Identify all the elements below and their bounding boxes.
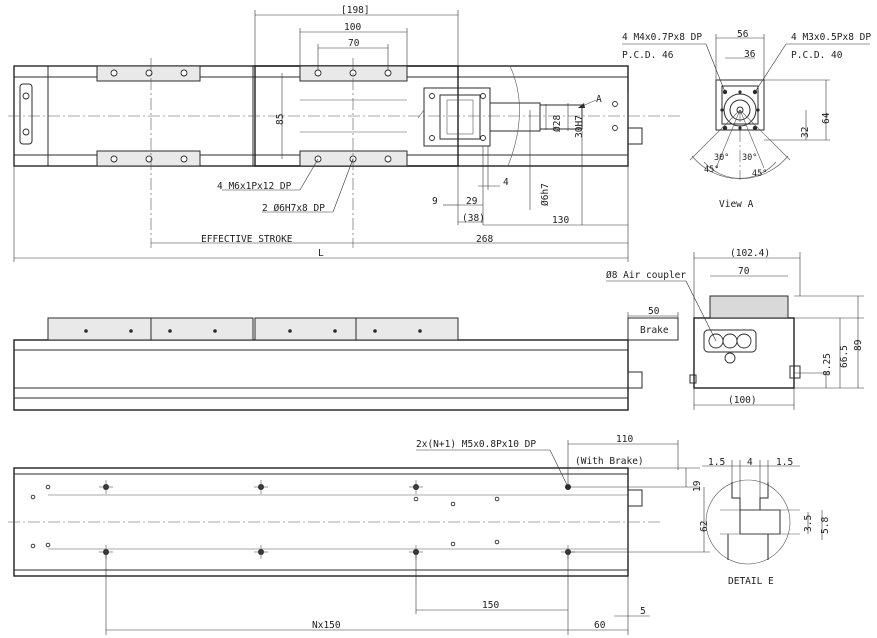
end-dim-100: (100)	[728, 395, 757, 406]
motor-shaft	[539, 104, 583, 130]
dim-102-4: (102.4)	[730, 248, 770, 259]
side-view: 50 Brake	[13, 306, 679, 411]
dim-38: (38)	[462, 213, 485, 224]
end-view: (102.4) 70 (100) 8.25 66.5 89 Ø8 Air cou…	[606, 248, 864, 410]
dim-19: 19	[692, 480, 703, 492]
dim-8-25: 8.25	[822, 353, 833, 376]
dim-85: 85	[275, 114, 286, 125]
dim-5: 5	[640, 606, 646, 617]
dim-64: 64	[821, 112, 832, 124]
dim-L: L	[318, 248, 324, 259]
view-arrow-a-label: A	[596, 94, 602, 105]
dim-110: 110	[616, 434, 633, 445]
air-coupler-block	[703, 329, 757, 353]
angle-45a: 45°	[704, 165, 719, 175]
detail-dim-3-5: 3.5	[803, 515, 814, 532]
detail-e-title: DETAIL E	[728, 576, 774, 587]
dim-6h7: Ø6h7	[540, 183, 551, 206]
callout-m4: 4 M4x0.7Px8 DP	[622, 32, 702, 43]
dim-28: Ø28	[552, 115, 563, 132]
dim-56: 56	[737, 29, 749, 40]
detail-dim-1-5a: 1.5	[708, 457, 725, 468]
brake-box	[627, 317, 679, 341]
dim-36: 36	[744, 49, 756, 60]
angle-30a: 30°	[714, 153, 729, 163]
dim-198: [198]	[341, 5, 370, 16]
angle-45b: 45°	[752, 169, 767, 179]
detail-e: 1.5 4 1.5 3.5 5.8 DETAIL E	[702, 457, 831, 587]
detail-dim-4: 4	[747, 457, 753, 468]
dim-100: 100	[344, 22, 361, 33]
air-coupler-label: Ø8 Air coupler	[606, 270, 686, 281]
end-dim-70: 70	[738, 266, 750, 277]
bottom-view: 2x(N+1) M5x0.8Px10 DP 110 (With Brake) 1…	[8, 434, 710, 635]
top-air-fitting	[627, 127, 643, 145]
dim-66-5: 66.5	[839, 345, 850, 368]
end-carriage	[709, 295, 789, 319]
dim-29: 29	[466, 196, 478, 207]
dim-70: 70	[348, 38, 360, 49]
callout-m5: 2x(N+1) M5x0.8Px10 DP	[416, 439, 536, 450]
view-a: 30° 30° 45° 45° 56 36 64 32 4 M4x0.7Px8 …	[622, 29, 871, 210]
dim-62: 62	[699, 521, 710, 532]
with-brake: (With Brake)	[575, 456, 644, 467]
brake-label: Brake	[640, 325, 669, 336]
detail-dim-5-8: 5.8	[820, 517, 831, 534]
effective-stroke: EFFECTIVE STROKE	[201, 234, 293, 245]
dim-60: 60	[594, 620, 606, 631]
angle-30b: 30°	[742, 153, 757, 163]
dim-150: 150	[482, 600, 499, 611]
callout-dowel: 2 Ø6H7x8 DP	[262, 203, 325, 214]
dim-130: 130	[552, 215, 569, 226]
callout-m6: 4 M6x1Px12 DP	[217, 181, 292, 192]
end-body	[693, 317, 795, 389]
dim-nx150: Nx150	[312, 620, 341, 631]
dim-268: 268	[476, 234, 493, 245]
detail-dim-1-5b: 1.5	[776, 457, 793, 468]
dim-89: 89	[853, 339, 864, 351]
callout-m3: 4 M3x0.5Px8 DP	[791, 32, 871, 43]
view-a-title: View A	[719, 199, 754, 210]
dim-9: 9	[432, 196, 438, 207]
top-view: A [198] 100 70 85 Ø28 30H7 Ø6h7 4	[8, 5, 680, 262]
pcd-46: P.C.D. 46	[622, 50, 674, 61]
dim-30h7: 30H7	[574, 115, 585, 138]
dim-4: 4	[503, 177, 509, 188]
dim-50: 50	[648, 306, 660, 317]
dim-32: 32	[800, 127, 811, 138]
pcd-40: P.C.D. 40	[791, 50, 843, 61]
